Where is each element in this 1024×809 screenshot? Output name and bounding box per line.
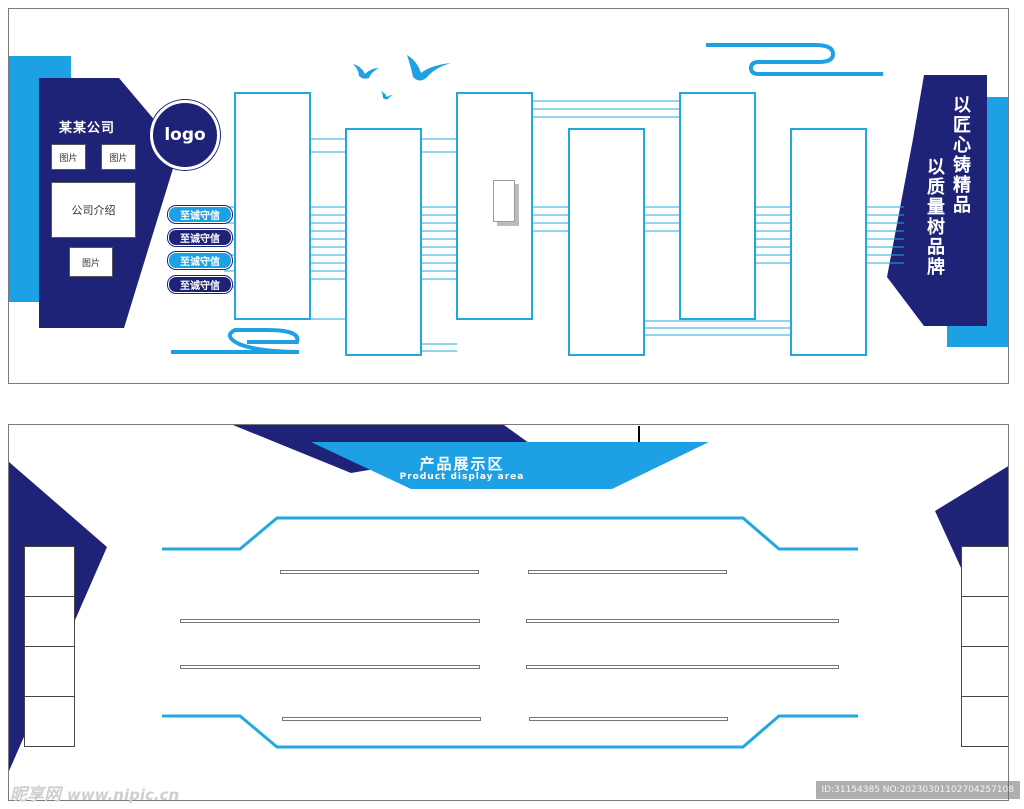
cloud-swirl-top: [706, 43, 883, 76]
right-navy-board: [887, 75, 987, 326]
slogan-line-2: 以质量树品牌: [924, 157, 945, 277]
left-frame-cell-3: [24, 646, 75, 697]
document-icon-overlay: [493, 180, 515, 222]
showcase-frame-lines: [162, 516, 858, 749]
top-panel-design: 某某公司 图片 图片 公司介绍 图片 logo 至诚守信 至诚守信 至诚守信 至…: [8, 8, 1009, 384]
right-frame-cell-1: [961, 546, 1008, 597]
value-pill-4: 至诚守信: [168, 276, 232, 293]
shelf-slot: [280, 570, 479, 574]
bottom-panel-design: 产品展示区 Product display area: [8, 424, 1009, 801]
shelf-slot: [526, 665, 839, 669]
company-intro-box: 公司介绍: [51, 182, 136, 238]
shelf-slot: [180, 619, 480, 623]
value-pill-3: 至诚守信: [168, 252, 232, 269]
zone-subtitle: Product display area: [399, 472, 525, 482]
image-id-badge: ID:31154385 NO:20230301102704257108: [815, 781, 1020, 799]
flying-birds-icon: [353, 55, 451, 100]
site-url: www.nipic.cn: [67, 786, 180, 804]
right-frame-cell-3: [961, 646, 1008, 697]
right-frame-cell-2: [961, 596, 1008, 647]
cloud-swirl-bottom: [171, 328, 300, 354]
left-frame-cell-1: [24, 546, 75, 597]
display-frame-1: [234, 92, 311, 320]
shelf-slot: [529, 717, 728, 721]
value-pill-1: 至诚守信: [168, 206, 232, 223]
zone-title: 产品展示区: [419, 455, 505, 473]
shelf-slot: [528, 570, 727, 574]
display-frame-2: [345, 128, 422, 356]
site-name: 昵享网: [10, 785, 61, 805]
company-name: 某某公司: [59, 121, 116, 136]
shelf-slot: [180, 665, 480, 669]
display-frame-5: [679, 92, 756, 320]
header-blue-banner: [311, 442, 709, 489]
logo-badge: logo: [150, 100, 220, 170]
photo-placeholder-3: 图片: [69, 247, 113, 277]
photo-placeholder-2: 图片: [101, 144, 136, 170]
display-frame-6: [790, 128, 867, 356]
left-frame-cell-4: [24, 696, 75, 747]
right-frame-cell-4: [961, 696, 1008, 747]
slogan-line-1: 以匠心铸精品: [950, 95, 971, 215]
photo-placeholder-1: 图片: [51, 144, 86, 170]
site-watermark: 昵享网 www.nipic.cn: [10, 780, 179, 805]
value-pill-2: 至诚守信: [168, 229, 232, 246]
shelf-slot: [282, 717, 481, 721]
shelf-slot: [526, 619, 839, 623]
connector-lines: [224, 100, 904, 352]
left-frame-cell-2: [24, 596, 75, 647]
display-frame-4: [568, 128, 645, 356]
